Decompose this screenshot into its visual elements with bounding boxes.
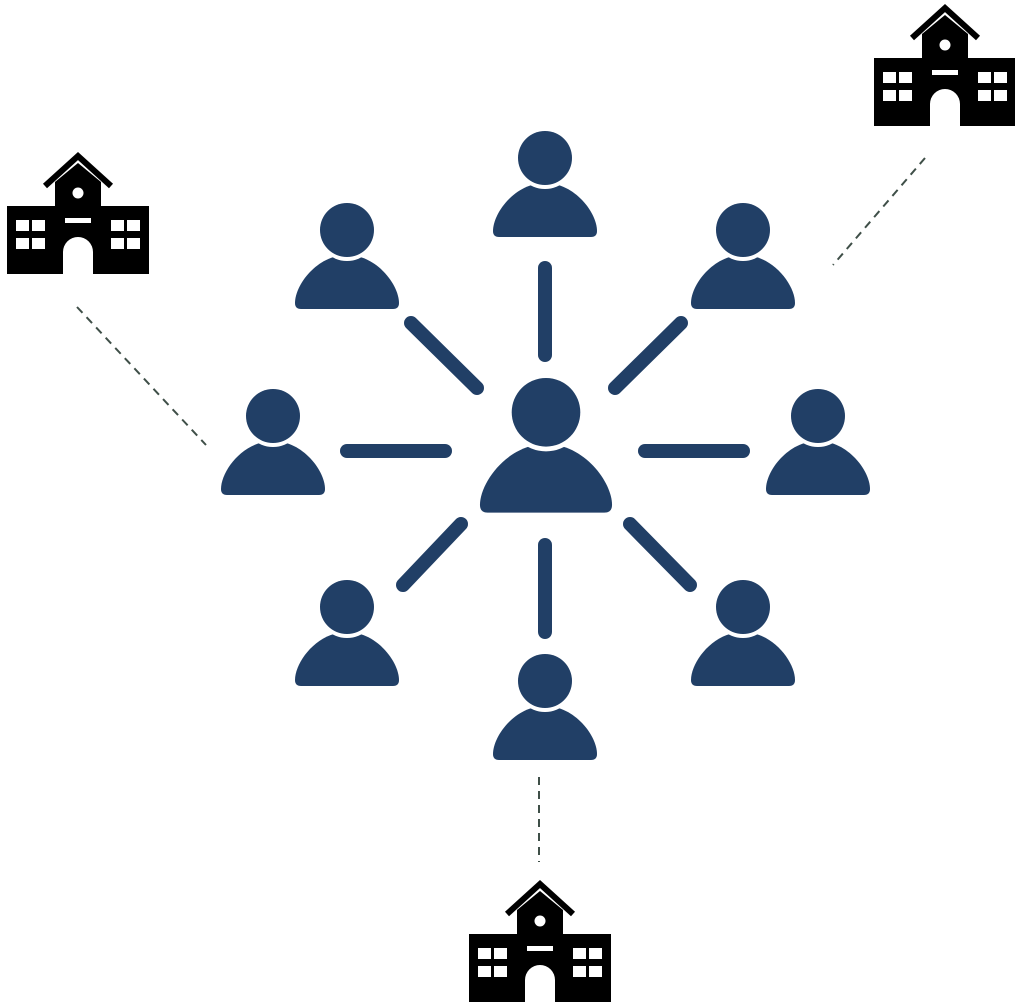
person-body: [221, 441, 325, 495]
person-head: [716, 203, 770, 257]
person-head: [320, 203, 374, 257]
spoke-bottom-left: [396, 517, 468, 592]
dashed-links: [76, 157, 926, 862]
person-head: [246, 389, 300, 443]
dashed-link-school-top-left: [76, 306, 207, 446]
person-body: [691, 632, 795, 686]
person-head: [511, 378, 581, 447]
peer-person-icon-bottom-left: [295, 578, 399, 686]
peer-person-icon-top: [493, 129, 597, 237]
school-bottom-icon: [469, 879, 611, 1002]
peer-person-icon-bottom: [493, 652, 597, 760]
people: [221, 129, 870, 760]
person-head: [320, 580, 374, 634]
person-body: [295, 632, 399, 686]
person-head: [791, 389, 845, 443]
dashed-link-school-top-right: [832, 157, 926, 266]
hub-person-icon: [479, 375, 613, 513]
person-body: [493, 183, 597, 237]
spoke-top-left: [404, 316, 484, 395]
peer-person-icon-left: [221, 387, 325, 495]
spokes: [340, 261, 750, 639]
person-body: [493, 706, 597, 760]
spoke-top-right: [608, 316, 688, 395]
peer-person-icon-top-right: [691, 201, 795, 309]
schools: [7, 3, 1015, 1002]
school-top-left-icon: [7, 151, 149, 274]
person-head: [716, 580, 770, 634]
person-body: [691, 255, 795, 309]
person-body: [766, 441, 870, 495]
person-body: [479, 444, 613, 513]
spoke-bottom-right: [623, 517, 697, 592]
peer-person-icon-top-left: [295, 201, 399, 309]
person-body: [295, 255, 399, 309]
peer-person-icon-bottom-right: [691, 578, 795, 686]
person-head: [518, 654, 572, 708]
school-top-right-icon: [874, 3, 1015, 126]
person-head: [518, 131, 572, 185]
peer-person-icon-right: [766, 387, 870, 495]
